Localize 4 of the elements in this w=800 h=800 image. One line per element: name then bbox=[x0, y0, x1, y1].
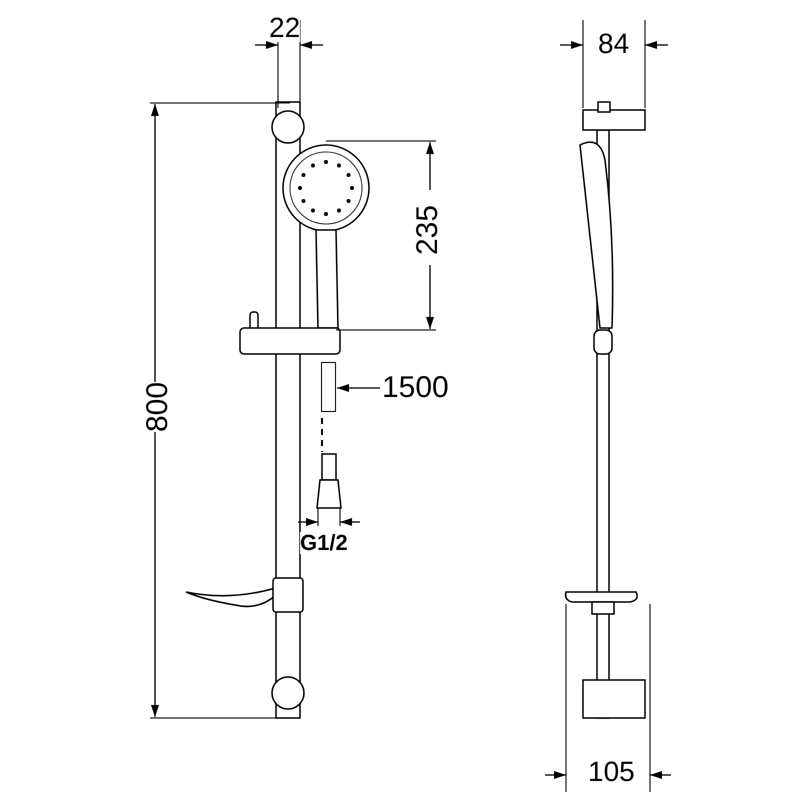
hose-segment bbox=[321, 362, 336, 412]
dimension-text: 1500 bbox=[382, 370, 454, 406]
leader-line bbox=[337, 384, 380, 392]
dimension-text: G1/2 bbox=[300, 532, 348, 554]
